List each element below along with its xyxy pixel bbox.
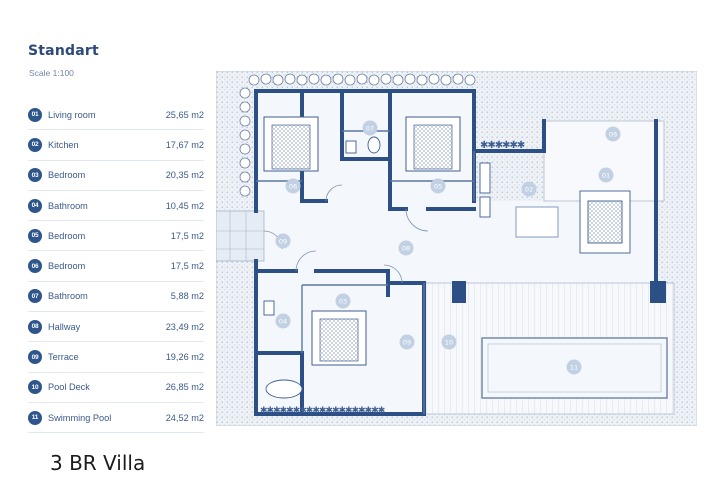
room-name: Bathroom [48,200,88,211]
badge-terrace-north: 09 [605,126,621,142]
room-number-badge: 11 [28,410,42,425]
room-area: 20,35 m2 [165,170,204,181]
room-number-badge: 04 [28,198,42,213]
room-name: Swimming Pool [48,412,112,423]
room-number-badge: 08 [28,319,42,334]
svg-text:07: 07 [366,124,374,132]
side-entry-deck [216,210,265,262]
badge-bathroom-north: 07 [362,120,378,136]
badge-bedroom-south: 03 [335,293,351,309]
badge-living: 01 [598,167,614,183]
room-row: 09 Terrace 19,26 m2 [28,342,204,373]
room-area: 17,5 m2 [170,261,204,272]
room-row: 11 Swimming Pool 24,52 m2 [28,403,204,434]
badge-terrace-south: 09 [399,334,415,350]
room-row: 06 Bedroom 17,5 m2 [28,251,204,282]
room-name: Bedroom [48,170,86,181]
room-number-badge: 09 [28,350,42,365]
room-row: 03 Bedroom 20,35 m2 [28,161,204,191]
svg-text:09: 09 [403,338,411,346]
svg-text:09: 09 [609,130,617,138]
badge-bedroom-ne: 05 [430,178,446,194]
room-name: Terrace [48,352,79,363]
room-area: 5,88 m2 [170,291,204,302]
badge-bathroom-south: 04 [275,313,291,329]
north-terrace [543,120,665,202]
garden-shrubs [239,73,476,197]
room-number-badge: 06 [28,259,42,274]
room-number-badge: 10 [28,380,42,395]
room-name: Kitchen [48,139,79,150]
room-name: Bedroom [48,261,86,272]
room-row: 02 Kitchen 17,67 m2 [28,130,204,161]
svg-text:03: 03 [339,297,347,305]
room-row: 01 Living room 25,65 m2 [28,100,204,131]
svg-text:04: 04 [279,317,287,325]
svg-text:08: 08 [402,244,410,252]
room-area: 19,26 m2 [165,352,204,363]
svg-text:05: 05 [434,182,442,190]
room-number-badge: 03 [28,168,42,183]
scale-label: Scale 1:100 [29,68,74,78]
svg-text:✱✱✱✱✱✱: ✱✱✱✱✱✱ [480,140,525,151]
room-area: 17,67 m2 [165,139,204,150]
svg-text:09: 09 [279,237,287,245]
svg-text:11: 11 [570,363,578,371]
walls [254,89,658,416]
floor-plan-drawing: ✱✱✱✱✱✱ ✱✱✱✱✱✱✱✱✱✱✱✱✱✱✱✱✱✱✱ 01 02 03 04 0… [216,71,697,426]
room-area: 17,5 m2 [170,230,204,241]
room-name: Bedroom [48,230,86,241]
svg-text:01: 01 [602,171,610,179]
room-row: 05 Bedroom 17,5 m2 [28,221,204,252]
svg-text:10: 10 [445,338,453,346]
living-furniture [479,162,631,254]
room-row: 07 Bathroom 5,88 m2 [28,282,204,313]
room-number-badge: 07 [28,289,42,304]
room-number-badge: 05 [28,228,42,243]
room-row: 04 Bathroom 10,45 m2 [28,191,204,222]
svg-text:02: 02 [525,185,533,193]
svg-text:06: 06 [289,182,297,190]
badge-hallway: 08 [398,240,414,256]
room-area: 26,85 m2 [165,382,204,393]
room-name: Hallway [48,321,81,332]
beds [263,116,461,366]
badge-bedroom-nw: 06 [285,178,301,194]
room-area: 25,65 m2 [165,109,204,120]
badge-entry: 09 [275,233,291,249]
room-name: Living room [48,109,96,120]
badge-pool-deck: 10 [441,334,457,350]
planters: ✱✱✱✱✱✱ ✱✱✱✱✱✱✱✱✱✱✱✱✱✱✱✱✱✱✱ [260,140,526,416]
room-name: Pool Deck [48,382,90,393]
room-area: 10,45 m2 [165,200,204,211]
plan-type-title: Standart [28,43,99,59]
room-schedule: 01 Living room 25,65 m2 02 Kitchen 17,67 m2 03… [28,100,204,434]
thin-walls [256,130,475,414]
room-area: 24,52 m2 [165,412,204,423]
badge-pool: 11 [566,359,582,375]
floor-plan: ✱✱✱✱✱✱ ✱✱✱✱✱✱✱✱✱✱✱✱✱✱✱✱✱✱✱ 01 02 03 04 0… [216,71,697,426]
room-row: 08 Hallway 23,49 m2 [28,312,204,343]
room-area: 23,49 m2 [165,321,204,332]
bathroom-fixtures [263,136,381,399]
room-row: 10 Pool Deck 26,85 m2 [28,373,204,403]
badge-kitchen: 02 [521,181,537,197]
room-badges: 01 02 03 04 05 06 07 08 09 09 09 10 11 [275,120,621,375]
room-name: Bathroom [48,291,88,302]
svg-text:✱✱✱✱✱✱✱✱✱✱✱✱✱✱✱✱✱✱✱: ✱✱✱✱✱✱✱✱✱✱✱✱✱✱✱✱✱✱✱ [260,406,385,416]
room-number-badge: 01 [28,107,42,122]
room-number-badge: 02 [28,137,42,152]
villa-caption: 3 BR Villa [50,451,146,475]
